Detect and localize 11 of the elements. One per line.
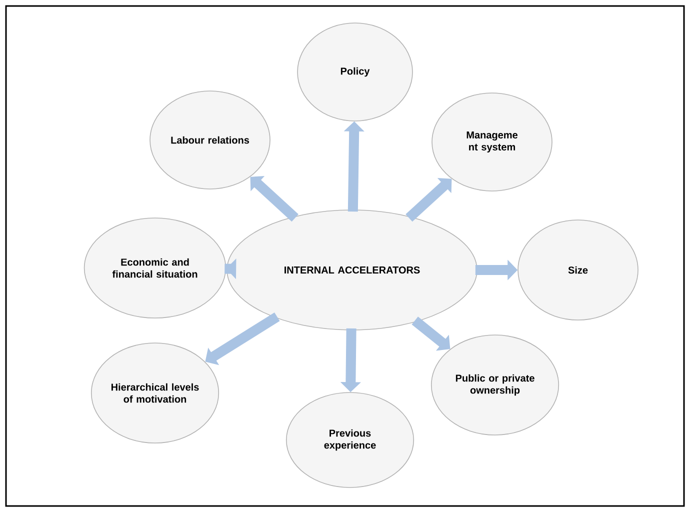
- ellipse-node: Public or private ownership: [430, 334, 560, 436]
- ellipse-node: Labour relations: [150, 90, 270, 190]
- ellipse-node: Policy: [297, 22, 413, 122]
- block-arrow: [250, 176, 298, 222]
- ellipse-node: Manageme nt system: [432, 92, 552, 192]
- ellipse-node: Previous experience: [286, 392, 414, 488]
- ellipse-node: Size: [518, 220, 638, 320]
- ellipse-node: Economic and financial situation: [84, 218, 226, 318]
- ellipse-node: Hierarchical levels of motivation: [90, 342, 220, 444]
- block-arrow: [205, 312, 280, 366]
- block-arrow: [406, 178, 452, 222]
